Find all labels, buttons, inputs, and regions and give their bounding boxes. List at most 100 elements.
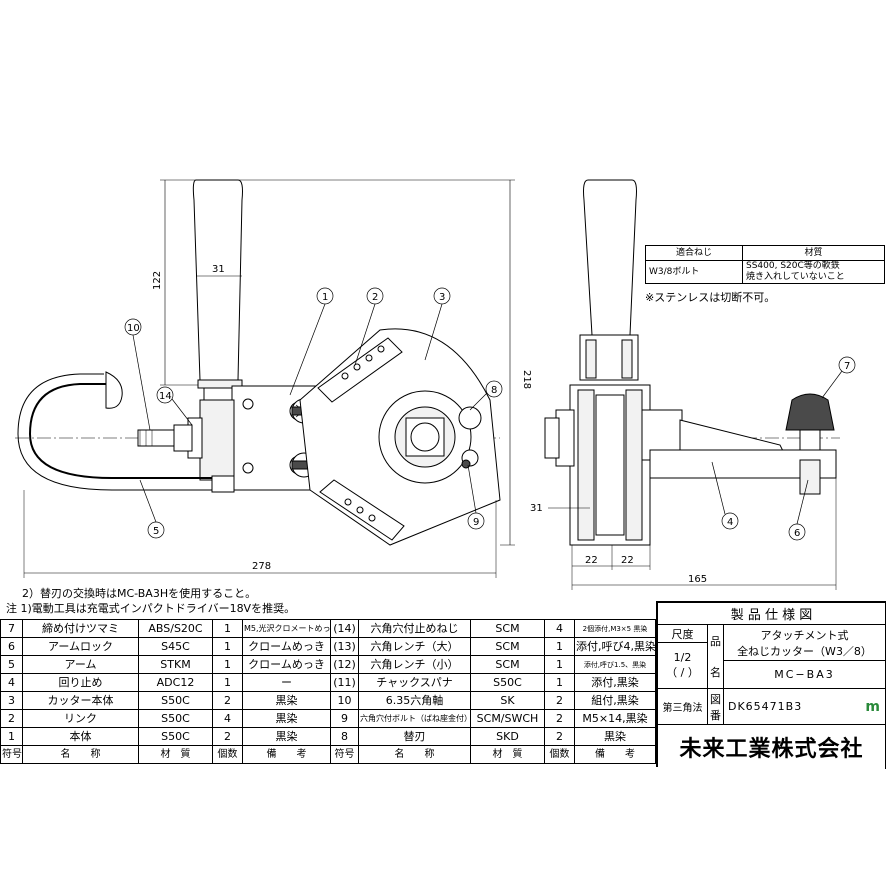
balloon-2: 2 bbox=[372, 292, 378, 303]
parts-cell-name: リンク bbox=[22, 709, 139, 728]
parts-cell-material2: SK bbox=[470, 691, 545, 710]
parts-cell-material2: SCM bbox=[470, 619, 545, 638]
drawing-number-cell: DK65471B3 m bbox=[724, 689, 886, 725]
compat-note: ※ステンレスは切断不可。 bbox=[645, 291, 776, 304]
company-logo-icon: m bbox=[865, 698, 881, 715]
parts-cell-no: 7 bbox=[0, 619, 23, 638]
scale-label: 尺度 bbox=[658, 625, 708, 643]
parts-cell-material: S50C bbox=[138, 727, 213, 746]
parts-cell-name2: 替刃 bbox=[358, 727, 471, 746]
compat-material-line2: 焼き入れしていないこと bbox=[746, 272, 845, 282]
balloons-front bbox=[124, 287, 503, 539]
parts-cell-no: 5 bbox=[0, 655, 23, 674]
parts-cell-name2: 六角穴付止めねじ bbox=[358, 619, 471, 638]
number-label-1: 図 bbox=[710, 692, 721, 706]
title-block: 製 品 仕 様 図 尺度 1/2 （ / ） 品 名 アタッチメント式 全ねじカ… bbox=[656, 601, 886, 769]
model-number: MC−BA3 bbox=[724, 661, 886, 689]
parts-cell-name: 本体 bbox=[22, 727, 139, 746]
parts-header-no: 符号 bbox=[0, 745, 23, 764]
balloon-5: 5 bbox=[153, 526, 159, 537]
parts-cell-no: 2 bbox=[0, 709, 23, 728]
front-view bbox=[15, 179, 515, 578]
note-1: 注 1)電動工具は充電式インパクトドライバー18Vを推奨。 bbox=[6, 602, 296, 615]
parts-cell-remark: 黒染 bbox=[242, 727, 331, 746]
balloon-3: 3 bbox=[439, 292, 445, 303]
parts-cell-name: 締め付けツマミ bbox=[22, 619, 139, 638]
balloon-14: 14 bbox=[159, 391, 172, 402]
parts-cell-qty2: 1 bbox=[544, 655, 575, 674]
parts-cell-no2: 8 bbox=[330, 727, 359, 746]
dim-218: 218 bbox=[521, 370, 532, 389]
note-2: 2）替刃の交換時はMC-BA3Hを使用すること。 bbox=[22, 587, 257, 600]
parts-cell-qty: 2 bbox=[212, 727, 243, 746]
parts-cell-remark: 黒染 bbox=[242, 691, 331, 710]
parts-cell-qty: 1 bbox=[212, 637, 243, 656]
parts-header-name: 名 称 bbox=[22, 745, 139, 764]
dim-122: 122 bbox=[152, 271, 163, 290]
parts-cell-remark2: 2個添付,M3×5 黒染 bbox=[574, 619, 656, 638]
balloon-4: 4 bbox=[727, 517, 733, 528]
name-label-1: 品 bbox=[710, 634, 721, 648]
compat-material: SS400, S20C等の軟鉄 焼き入れしていないこと bbox=[742, 260, 885, 284]
product-name: アタッチメント式 全ねじカッター（W3／8） bbox=[724, 625, 886, 661]
balloon-8: 8 bbox=[491, 385, 497, 396]
parts-cell-name2: 6.35六角軸 bbox=[358, 691, 471, 710]
parts-cell-name2: 六角穴付ボルト（ばね座金付） bbox=[358, 709, 471, 728]
parts-cell-no2: (14) bbox=[330, 619, 359, 638]
balloon-10: 10 bbox=[127, 323, 140, 334]
parts-cell-material: STKM bbox=[138, 655, 213, 674]
parts-header-remark2: 備 考 bbox=[574, 745, 656, 764]
parts-cell-material: ABS/S20C bbox=[138, 619, 213, 638]
parts-header-remark: 備 考 bbox=[242, 745, 331, 764]
compat-header-screw: 適合ねじ bbox=[645, 245, 743, 261]
parts-cell-material: S50C bbox=[138, 709, 213, 728]
parts-cell-material2: SCM bbox=[470, 637, 545, 656]
parts-header-material2: 材 質 bbox=[470, 745, 545, 764]
title-heading: 製 品 仕 様 図 bbox=[658, 603, 886, 625]
parts-cell-qty2: 2 bbox=[544, 709, 575, 728]
parts-cell-qty2: 1 bbox=[544, 673, 575, 692]
arm bbox=[28, 383, 212, 479]
handle-grip bbox=[192, 179, 243, 381]
parts-cell-qty: 1 bbox=[212, 673, 243, 692]
scale-value: 1/2 bbox=[673, 651, 692, 664]
parts-cell-remark: クロームめっき bbox=[242, 655, 331, 674]
parts-cell-qty2: 2 bbox=[544, 727, 575, 746]
parts-header-no2: 符号 bbox=[330, 745, 359, 764]
parts-cell-qty: 1 bbox=[212, 619, 243, 638]
parts-cell-no2: (13) bbox=[330, 637, 359, 656]
parts-cell-qty2: 1 bbox=[544, 637, 575, 656]
balloon-1: 1 bbox=[322, 292, 328, 303]
dim-31-side: 31 bbox=[530, 503, 543, 514]
parts-cell-remark2: 黒染 bbox=[574, 727, 656, 746]
scale-cell: 1/2 （ / ） bbox=[658, 643, 708, 689]
dim-22-left: 22 bbox=[585, 555, 598, 566]
parts-cell-no: 6 bbox=[0, 637, 23, 656]
parts-cell-qty: 4 bbox=[212, 709, 243, 728]
parts-cell-no2: (11) bbox=[330, 673, 359, 692]
compat-header-material: 材質 bbox=[742, 245, 885, 261]
number-label: 図 番 bbox=[708, 689, 724, 725]
parts-cell-qty2: 2 bbox=[544, 691, 575, 710]
parts-cell-name2: チャックスパナ bbox=[358, 673, 471, 692]
parts-cell-remark: クロームめっき bbox=[242, 637, 331, 656]
parts-cell-no2: (12) bbox=[330, 655, 359, 674]
scale-sub: （ / ） bbox=[666, 666, 699, 679]
dim-22-right: 22 bbox=[621, 555, 634, 566]
parts-header-name2: 名 称 bbox=[358, 745, 471, 764]
side-view bbox=[544, 179, 840, 590]
parts-cell-remark2: 添付,呼び4,黒染 bbox=[574, 637, 656, 656]
parts-cell-name2: 六角レンチ（大） bbox=[358, 637, 471, 656]
parts-cell-no2: 10 bbox=[330, 691, 359, 710]
parts-cell-qty: 2 bbox=[212, 691, 243, 710]
number-label-2: 番 bbox=[710, 708, 721, 722]
parts-cell-name: カッター本体 bbox=[22, 691, 139, 710]
projection: 第三角法 bbox=[658, 689, 708, 725]
compat-table: 適合ねじ 材質 W3/8ボルト SS400, S20C等の軟鉄 焼き入れしていな… bbox=[645, 245, 885, 284]
parts-cell-qty2: 4 bbox=[544, 619, 575, 638]
parts-cell-no: 3 bbox=[0, 691, 23, 710]
